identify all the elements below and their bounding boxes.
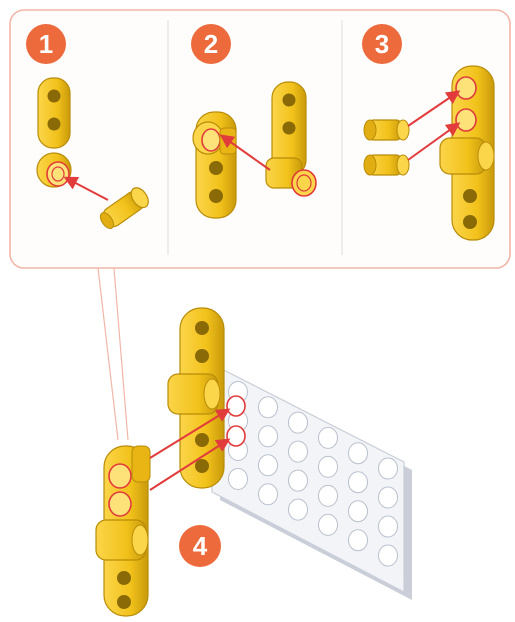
step-badge: 4 <box>179 525 221 567</box>
liftarm-part <box>167 307 246 489</box>
step-number: 2 <box>204 29 218 59</box>
connector-pin <box>99 187 149 230</box>
liftarm-part <box>95 445 151 617</box>
insertion-arrow <box>149 438 231 491</box>
liftarm-part <box>439 65 495 241</box>
plate-hole <box>378 457 398 480</box>
liftarm-part <box>36 77 72 188</box>
instruction-frame <box>9 9 511 441</box>
step-1-panel: 1 <box>26 24 149 230</box>
step-number: 3 <box>375 29 389 59</box>
insertion-arrow <box>219 134 271 171</box>
plate-hole <box>258 396 278 419</box>
plate-hole <box>378 544 398 567</box>
step-2-panel: 2 <box>191 24 317 219</box>
step-number: 1 <box>39 29 53 59</box>
step-3-panel: 3 <box>362 24 495 241</box>
step-4-scene: 4 <box>95 307 412 617</box>
plate-hole <box>348 442 368 465</box>
plate-hole <box>228 468 248 490</box>
plate-hole <box>288 498 308 521</box>
plate-hole <box>258 454 278 477</box>
step-badge: 2 <box>191 24 231 64</box>
plate-hole <box>378 515 398 538</box>
connector-pin <box>363 119 410 141</box>
plate-hole <box>258 483 278 506</box>
plate-hole <box>258 425 278 448</box>
plate-hole <box>348 529 368 552</box>
liftarm-part <box>265 81 317 197</box>
insertion-arrow <box>407 90 461 127</box>
insertion-arrow <box>63 176 109 201</box>
connector-pin <box>363 154 410 176</box>
plate-hole <box>318 513 338 536</box>
liftarm-part <box>192 111 237 219</box>
callout-line <box>113 267 129 441</box>
step-badge: 3 <box>362 24 402 64</box>
callout-line <box>97 267 119 441</box>
insertion-arrow <box>149 408 231 459</box>
step-number: 4 <box>193 531 208 561</box>
plate-hole <box>318 455 338 478</box>
plate-hole <box>288 411 308 434</box>
plate-hole <box>348 500 368 523</box>
step-badge: 1 <box>26 24 66 64</box>
plate-hole <box>288 469 308 492</box>
plate-hole <box>288 440 308 463</box>
plate-hole <box>348 471 368 494</box>
perforated-plate <box>211 363 412 600</box>
plate-hole <box>318 484 338 507</box>
plate-hole <box>318 426 338 449</box>
insertion-arrow <box>407 122 461 161</box>
plate-hole <box>378 486 398 509</box>
